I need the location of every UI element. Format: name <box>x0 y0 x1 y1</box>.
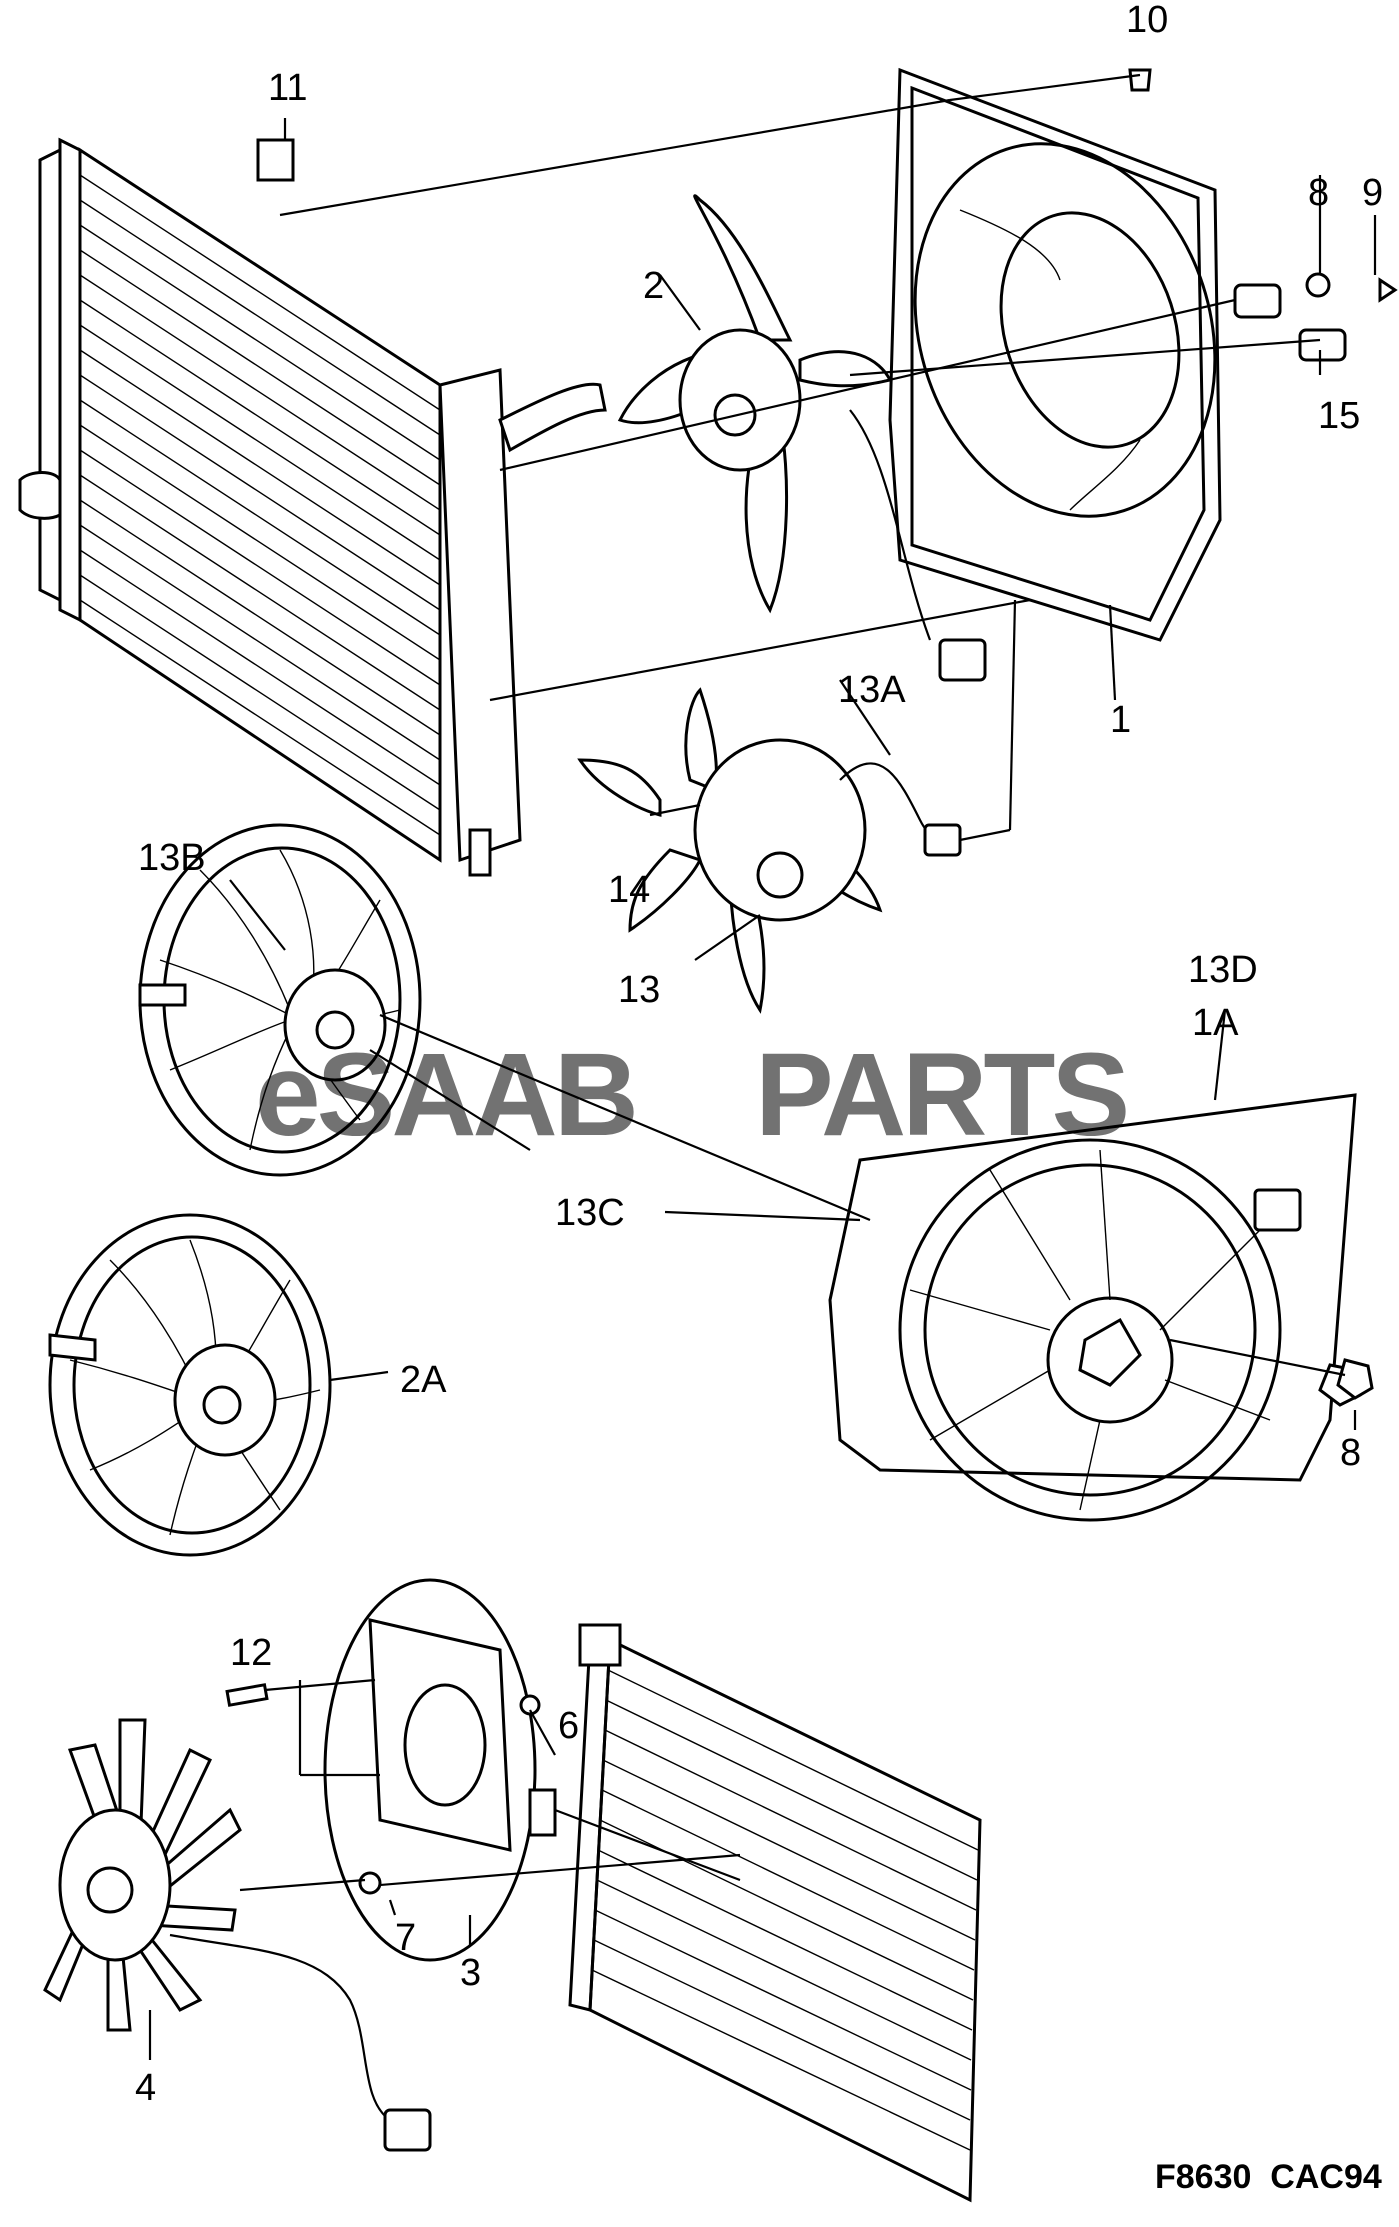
watermark-prefix: eSAAB <box>255 1029 635 1161</box>
condenser <box>568 1623 982 2203</box>
callout-15: 15 <box>1318 395 1360 437</box>
callout-10: 10 <box>1126 0 1168 41</box>
callout-9: 9 <box>1362 172 1383 214</box>
fan-13b <box>138 823 422 1177</box>
hardware-fasteners <box>225 68 1398 1895</box>
fan-2a <box>48 1213 332 1557</box>
callout-2a: 2A <box>400 1359 447 1401</box>
callout-11: 11 <box>268 67 307 109</box>
figure-code: F8630 CAC94 <box>1155 2158 1382 2196</box>
watermark-suffix: PARTS <box>755 1029 1126 1161</box>
callout-6: 6 <box>558 1705 579 1747</box>
callout-13a: 13A <box>838 669 906 711</box>
callout-8-top: 8 <box>1308 172 1329 214</box>
callout-1: 1 <box>1110 699 1131 741</box>
callout-2: 2 <box>643 265 664 307</box>
fan-4 <box>43 1718 432 2152</box>
fan-shroud-1a <box>828 1093 1362 1522</box>
callout-8-right: 8 <box>1340 1432 1361 1474</box>
watermark: eSAAB PARTS <box>255 1029 1130 1161</box>
callout-labels: 10 11 8 9 2 15 1 13A 14 13 13B 13D 1A 13… <box>135 0 1383 2109</box>
fan-13 <box>577 687 962 1014</box>
callout-13: 13 <box>618 969 660 1011</box>
callout-4: 4 <box>135 2067 156 2109</box>
callout-13c: 13C <box>555 1192 625 1234</box>
callout-1a: 1A <box>1192 1002 1239 1044</box>
callout-14: 14 <box>608 869 650 911</box>
callout-12: 12 <box>230 1632 272 1674</box>
fan-shroud-1 <box>888 67 1282 642</box>
callout-3: 3 <box>460 1952 481 1994</box>
leader-lines <box>148 73 1377 2060</box>
fan-2 <box>617 194 987 682</box>
callout-7: 7 <box>395 1917 416 1959</box>
callout-13d: 13D <box>1188 949 1258 991</box>
fan-shroud-3 <box>323 1578 557 1962</box>
radiator <box>18 137 607 877</box>
callout-13b: 13B <box>138 837 206 879</box>
